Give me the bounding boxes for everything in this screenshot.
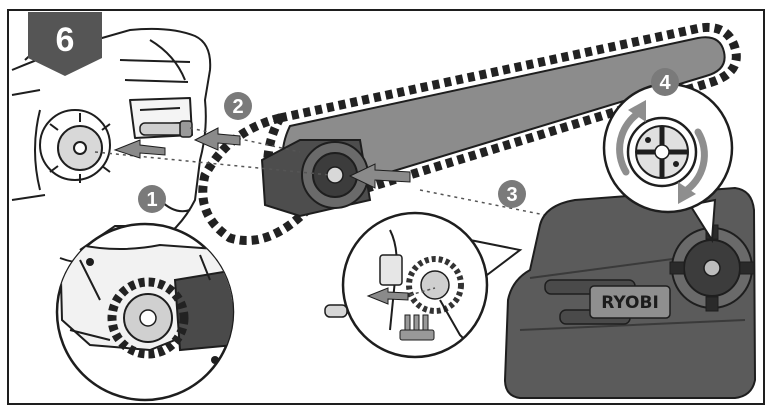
callout-2: 2 xyxy=(224,92,252,120)
detail-magnifier-center xyxy=(324,211,523,359)
brand-label: RYOBI xyxy=(601,293,659,313)
step-number: 6 xyxy=(56,21,75,59)
callout-3-label: 3 xyxy=(506,184,517,206)
rotate-arrowhead-top xyxy=(628,100,646,122)
rotate-arrows-icon xyxy=(616,108,708,196)
rotate-arrowhead-bottom xyxy=(678,182,696,204)
detail-magnifier-right xyxy=(602,82,734,244)
mounting-studs xyxy=(139,120,193,138)
step-badge: 6 xyxy=(28,12,102,76)
callout-3: 3 xyxy=(498,180,526,208)
brand-plate xyxy=(589,285,671,319)
callout-1: 1 xyxy=(138,185,166,213)
callout-2-label: 2 xyxy=(232,96,243,118)
callout-4: 4 xyxy=(651,68,679,96)
arrow-insert-3 xyxy=(348,163,411,189)
chain-loop xyxy=(198,113,316,246)
arrow-insert-2 xyxy=(193,127,241,151)
callout-4-label: 4 xyxy=(659,72,671,94)
pin-detail xyxy=(324,304,348,318)
bar-nose-plate xyxy=(260,139,372,218)
callout-1-label: 1 xyxy=(146,189,157,211)
detail-magnifier-left xyxy=(55,222,235,402)
arrow-insert-1 xyxy=(113,139,166,159)
sprocket-cover: RYOBI xyxy=(503,186,757,399)
